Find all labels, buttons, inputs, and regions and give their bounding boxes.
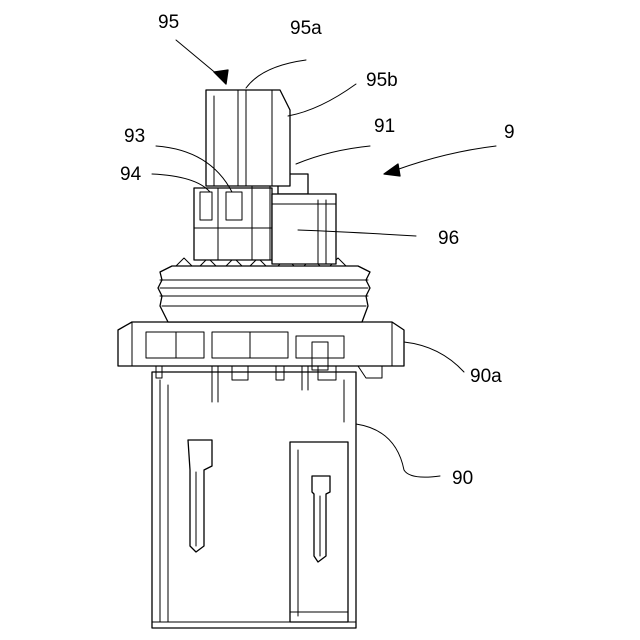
connector-95 bbox=[206, 90, 290, 186]
label-95: 95 bbox=[158, 12, 179, 33]
label-94: 94 bbox=[120, 164, 142, 185]
label-90: 90 bbox=[452, 468, 473, 489]
label-91: 91 bbox=[374, 116, 395, 137]
terminal-block bbox=[194, 186, 272, 260]
label-95a: 95a bbox=[290, 18, 322, 39]
seal-rings bbox=[158, 258, 370, 322]
label-96: 96 bbox=[438, 228, 459, 249]
label-95b: 95b bbox=[366, 70, 398, 91]
housing-90 bbox=[152, 372, 356, 628]
cover-96 bbox=[272, 174, 336, 264]
label-9: 9 bbox=[504, 122, 515, 143]
label-93: 93 bbox=[124, 126, 145, 147]
label-90a: 90a bbox=[470, 366, 502, 387]
